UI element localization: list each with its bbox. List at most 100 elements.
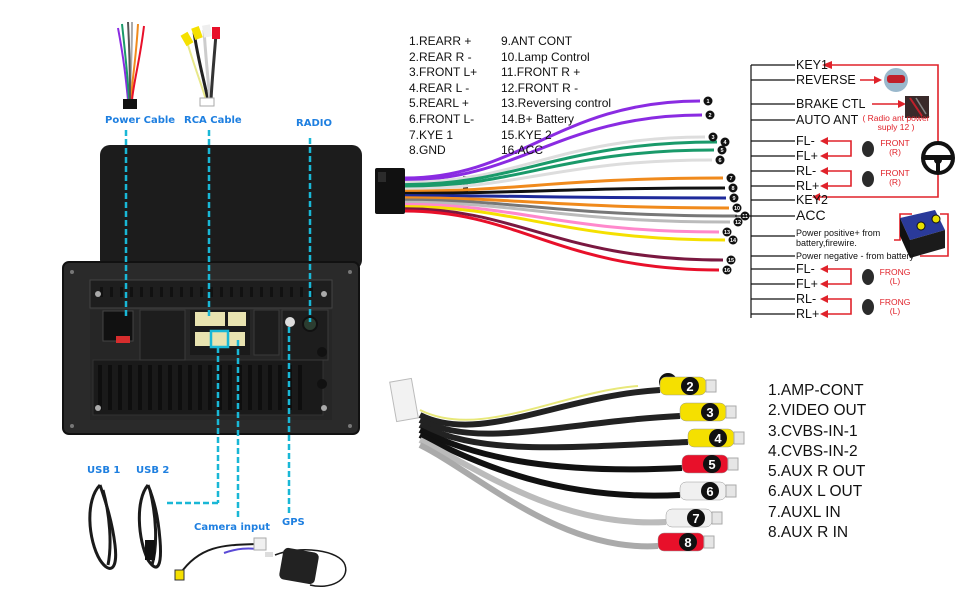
frong-l-note-2: FRONG (L) bbox=[879, 297, 911, 316]
wire-number-badge bbox=[726, 255, 736, 265]
wire-number: 1 bbox=[706, 99, 709, 105]
wire-number-badge bbox=[728, 235, 738, 245]
pin-item: 3.FRONT L+ bbox=[409, 65, 478, 80]
harness-wire bbox=[404, 158, 713, 191]
wire-number: 12 bbox=[735, 220, 741, 226]
rca-wire bbox=[418, 427, 683, 473]
rca-plug-tip bbox=[727, 457, 739, 471]
wire-number: 3 bbox=[711, 135, 714, 141]
pin-list-col2: 9.ANT CONT 10.Lamp Control 11.FRONT R + … bbox=[501, 34, 611, 159]
legend-power-negative: Power negative - from battery bbox=[796, 251, 915, 261]
wire-number-badge bbox=[726, 173, 736, 183]
harness-wire bbox=[404, 99, 701, 180]
gps-antenna bbox=[265, 547, 347, 587]
rca-number: 7 bbox=[692, 511, 699, 526]
rca-wire bbox=[418, 387, 661, 428]
rca-item: 1.AMP-CONT bbox=[768, 382, 864, 399]
legend-acc: ACC bbox=[796, 207, 826, 223]
wire-number-badge bbox=[729, 193, 739, 203]
harness-wire bbox=[404, 200, 731, 224]
rca-wire bbox=[418, 422, 689, 451]
wire-number: 2 bbox=[708, 113, 711, 119]
rca-plug-tip bbox=[733, 431, 745, 445]
rca-harness-connector bbox=[389, 377, 419, 423]
harness-wire bbox=[404, 113, 703, 182]
wire-number-badge bbox=[715, 155, 725, 165]
power-cable-thumbnail bbox=[117, 21, 145, 109]
legend-front-r-fl-minus: FL- bbox=[796, 134, 815, 148]
rca-wire bbox=[418, 442, 659, 550]
power-cable-label: Power Cable bbox=[105, 115, 176, 126]
legend-rear-l-fl-plus: FL+ bbox=[796, 277, 818, 291]
harness-wire bbox=[404, 202, 720, 234]
wire-number-badge bbox=[722, 227, 732, 237]
wire-number: 8 bbox=[731, 186, 734, 192]
wire-number: 9 bbox=[732, 196, 735, 202]
wiring-bus bbox=[735, 64, 795, 318]
front-r-note-2: FRONT (R) bbox=[880, 168, 910, 187]
pin-item: 2.REAR R - bbox=[409, 49, 472, 64]
rca-number-badge bbox=[701, 482, 719, 500]
callout-lines bbox=[124, 130, 312, 518]
radio-ant-note: ( Radio ant power suply 12 ) bbox=[862, 113, 930, 132]
harness-wire bbox=[404, 176, 724, 193]
rca-number: 5 bbox=[708, 457, 715, 472]
legend-front-r-rl-plus: RL+ bbox=[796, 179, 820, 193]
wire-number: 10 bbox=[734, 206, 740, 212]
pin-item: 5.REARL + bbox=[409, 96, 469, 111]
wire-number: 16 bbox=[724, 268, 730, 274]
rca-cable-thumbnail bbox=[180, 24, 220, 107]
rca-plug-tip bbox=[725, 405, 737, 419]
frong-l-note-1: FRONG (L) bbox=[879, 267, 911, 286]
harness-wire bbox=[404, 196, 730, 210]
rca-number: 2 bbox=[686, 379, 693, 394]
camera-input-label: Camera input bbox=[194, 522, 271, 533]
legend-key1: KEY1 bbox=[796, 58, 828, 72]
wire-number-badge bbox=[720, 137, 730, 147]
wire-number: 5 bbox=[720, 148, 723, 154]
legend-rear-l-rl-plus: RL+ bbox=[796, 307, 820, 321]
pin-item: 12.FRONT R - bbox=[501, 80, 579, 95]
pin-item: 9.ANT CONT bbox=[501, 34, 573, 48]
arrow-heads bbox=[812, 61, 906, 318]
pin-item: 8.GND bbox=[409, 143, 446, 158]
legend-power-positive: Power positive+ from battery,firewire. bbox=[796, 228, 881, 248]
rca-number-badge bbox=[679, 533, 697, 551]
legend-rear-l-rl-minus: RL- bbox=[796, 292, 817, 306]
rca-item: 8.AUX R IN bbox=[768, 524, 849, 542]
pin-item: 15.KYE 2 bbox=[501, 127, 552, 142]
rca-item: 2.VIDEO OUT bbox=[768, 402, 867, 420]
gps-label: GPS bbox=[282, 517, 305, 528]
radio-label: RADIO bbox=[296, 118, 332, 129]
wire-number-badge bbox=[728, 183, 738, 193]
rca-plug-tip bbox=[703, 535, 715, 549]
rca-plug-tip bbox=[705, 379, 717, 393]
rca-number: 6 bbox=[706, 484, 713, 499]
rca-number-badge bbox=[703, 455, 721, 473]
speaker-icons bbox=[862, 141, 874, 315]
rca-item: 3.CVBS-IN-1 bbox=[768, 422, 858, 440]
pin-item: 1.REARR + bbox=[409, 34, 472, 48]
steering-wheel-icon bbox=[921, 141, 955, 175]
rca-number-badge bbox=[709, 429, 727, 447]
pin-item: 16.ACC bbox=[501, 143, 544, 158]
rca-item: 6.AUX L OUT bbox=[768, 483, 863, 501]
usb2-label: USB 2 bbox=[136, 465, 170, 476]
brake-icon bbox=[905, 96, 929, 118]
wire-number: 6 bbox=[718, 158, 721, 164]
rca-harness-wires bbox=[418, 385, 689, 550]
rca-number-badge bbox=[681, 377, 699, 395]
pin-item: 13.Reversing control bbox=[501, 96, 612, 111]
pin-item: 7.KYE 1 bbox=[409, 127, 454, 142]
rca-pin-list: 1.AMP-CONT 2.VIDEO OUT 3.CVBS-IN-1 4.CVB… bbox=[768, 381, 866, 543]
rca-plug-tip bbox=[711, 511, 723, 525]
rca-item: 4.CVBS-IN-2 bbox=[768, 442, 858, 460]
pin-item: 10.Lamp Control bbox=[501, 49, 590, 64]
usb1-label: USB 1 bbox=[87, 465, 121, 476]
wire-number: 14 bbox=[730, 238, 737, 244]
rca-number: 4 bbox=[714, 431, 722, 446]
harness-wire bbox=[404, 148, 715, 189]
harness-wire bbox=[404, 186, 726, 195]
